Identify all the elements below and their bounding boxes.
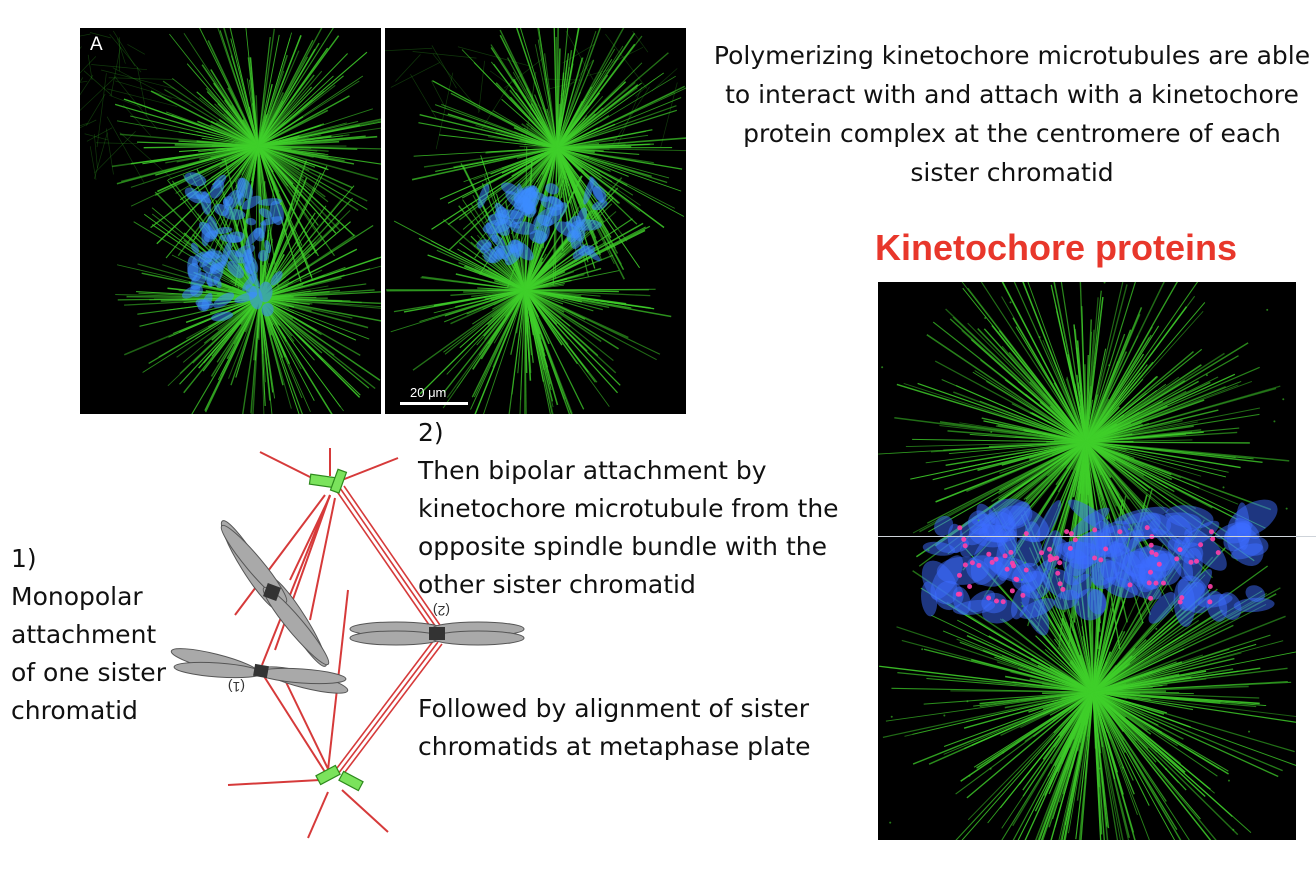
micrograph-panel-a (80, 28, 381, 414)
step2-line: Then bipolar attachment by (418, 456, 767, 485)
intro-text: Polymerizing kinetochore microtubules ar… (713, 41, 1311, 187)
centrosome-bottom (315, 764, 364, 792)
step1-line: chromatid (11, 696, 138, 725)
chromosome-monopolar (170, 648, 349, 694)
kinetochore-fibers (333, 485, 443, 777)
step1-line: of one sister (11, 658, 166, 687)
step1-text: 1) Monopolar attachment of one sister ch… (11, 540, 166, 730)
step3-line: Followed by alignment of sister (418, 694, 809, 723)
micrograph-panel-b (385, 28, 686, 414)
step3-line: chromatids at metaphase plate (418, 732, 811, 761)
step2-text: 2) Then bipolar attachment by kinetochor… (418, 414, 839, 604)
step1-number: 1) (11, 544, 37, 573)
kinetochore-heading: Kinetochore proteins (874, 227, 1238, 268)
diagram-label-2: (2) (433, 603, 450, 619)
chromosome-unattached (220, 520, 330, 667)
scale-bar-label: 20 μm (410, 385, 447, 400)
metaphase-image (878, 282, 1296, 840)
scale-bar (400, 402, 468, 405)
step3-text: Followed by alignment of sister chromati… (418, 690, 811, 766)
slide-guide-line (878, 536, 1316, 537)
step2-line: opposite spindle bundle with the (418, 532, 827, 561)
step1-line: Monopolar (11, 582, 143, 611)
diagram-label-1: (1) (228, 679, 245, 695)
spindle-image-a (80, 28, 381, 414)
step2-number: 2) (418, 418, 444, 447)
spindle-image-b (385, 28, 686, 414)
panel-letter: A (90, 34, 103, 55)
step1-line: attachment (11, 620, 157, 649)
panel-divider (381, 28, 385, 414)
attachment-diagram: (1) (2) (170, 448, 525, 839)
centrosome-top (308, 468, 348, 494)
step2-line: kinetochore microtubule from the (418, 494, 839, 523)
micrograph-kinetochore (878, 282, 1296, 840)
chromosome-bipolar (349, 621, 525, 646)
step2-line: other sister chromatid (418, 570, 696, 599)
